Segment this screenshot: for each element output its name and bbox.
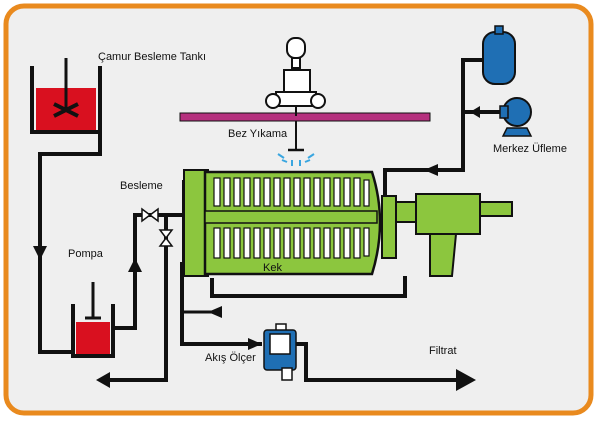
arrow-filtrate-out <box>456 369 476 391</box>
arrow-to-flowmeter <box>248 338 262 350</box>
flow-arrows <box>33 106 480 391</box>
arrow-return-left <box>96 372 110 388</box>
flow-meter-icon <box>263 323 297 381</box>
press-head-plate <box>183 169 209 277</box>
blower-icon <box>499 97 533 137</box>
label-flow-meter: Akış Ölçer <box>205 352 256 364</box>
air-receiver-icon <box>482 25 516 85</box>
label-pump: Pompa <box>68 248 103 260</box>
pipe-center-blow <box>383 58 483 218</box>
arrow-down-left <box>33 246 47 260</box>
sludge-tank-icon <box>30 58 102 134</box>
centre-feed-channel <box>204 210 378 224</box>
label-center-blow: Merkez Üfleme <box>493 143 567 155</box>
hydraulic-unit <box>395 193 513 277</box>
pipe-filtrate-loop <box>210 276 407 298</box>
filter-plates-upper <box>213 177 370 207</box>
arrow-up-pump <box>128 258 142 272</box>
filter-press <box>183 169 513 277</box>
pump-icon <box>71 282 115 358</box>
label-cloth-wash: Bez Yıkama <box>228 128 288 140</box>
pipe-flow-to-outlet <box>296 342 462 382</box>
label-filtrate: Filtrat <box>429 345 457 357</box>
label-sludge-feed-tank: Çamur Besleme Tankı <box>98 51 207 63</box>
spray-droplets <box>277 153 315 166</box>
wash-rail <box>179 112 431 122</box>
cloth-wash-nozzle-icon <box>265 37 326 152</box>
butterfly-valve-icon <box>141 207 174 247</box>
filter-plates-lower <box>213 227 370 259</box>
pipe-return-line <box>110 215 168 382</box>
pipe-filtrate-collector <box>180 262 262 346</box>
label-cake: Kek <box>263 262 282 274</box>
pipe-tank-to-pump <box>38 128 102 354</box>
arrow-blower-left <box>470 106 480 118</box>
label-feed: Besleme <box>120 180 163 192</box>
pipe-blower-link <box>461 90 500 114</box>
press-follower-plate <box>381 195 397 259</box>
arrow-to-press <box>424 164 438 176</box>
